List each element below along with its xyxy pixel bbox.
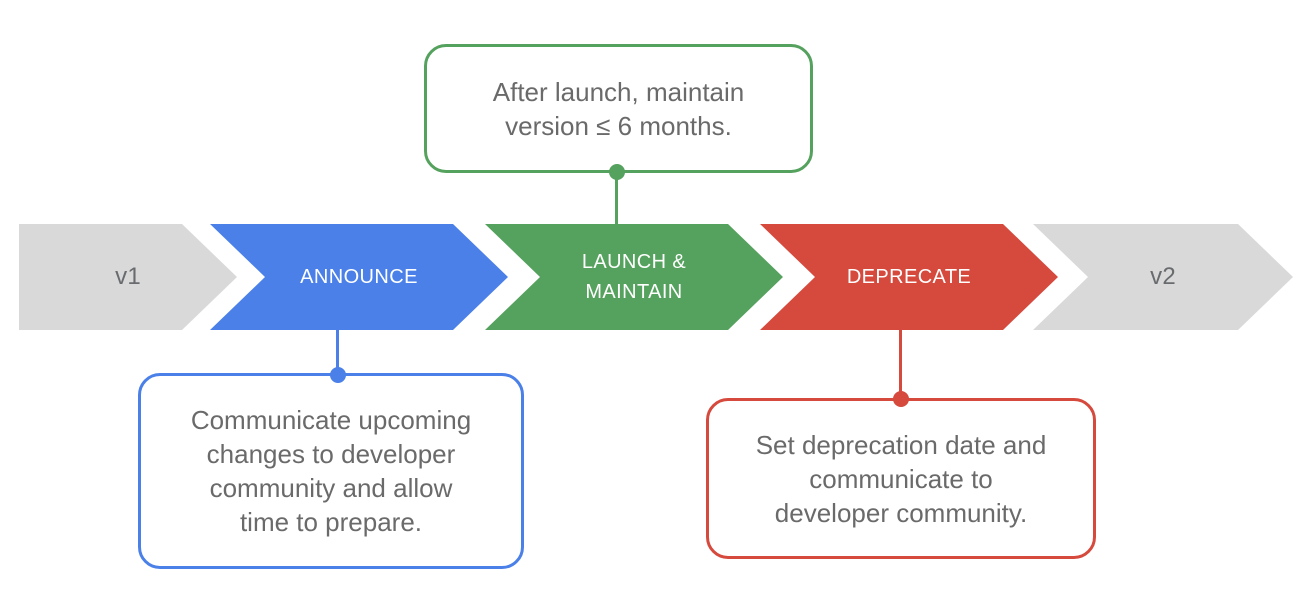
stage-launch-maintain-label: LAUNCH & MAINTAIN — [581, 251, 687, 303]
launch-connector-dot — [609, 164, 625, 180]
stage-v2-label: v2 — [1150, 263, 1176, 290]
announce-callout: Communicate upcoming changes to develope… — [138, 373, 524, 569]
deprecate-connector-dot — [893, 391, 909, 407]
announce-callout-connector-line — [336, 330, 339, 376]
launch-callout-connector-line — [615, 172, 618, 224]
stage-announce-chevron: ANNOUNCE — [210, 224, 508, 330]
stage-v2-chevron: v2 — [1033, 224, 1293, 330]
stage-v1-label: v1 — [115, 263, 141, 290]
announce-callout-text: Communicate upcoming changes to develope… — [190, 405, 472, 537]
launch-maintain-callout: After launch, maintain version ≤ 6 month… — [424, 44, 813, 173]
deprecate-callout: Set deprecation date and communicate to … — [706, 398, 1096, 559]
deprecate-callout-connector-line — [899, 330, 902, 400]
stage-announce-label: ANNOUNCE — [300, 266, 418, 288]
stage-deprecate-label: DEPRECATE — [846, 266, 972, 288]
launch-maintain-callout-text: After launch, maintain version ≤ 6 month… — [492, 76, 745, 141]
deprecate-callout-text: Set deprecation date and communicate to … — [755, 429, 1047, 528]
stage-launch-maintain-chevron: LAUNCH & MAINTAIN — [485, 224, 783, 330]
stage-deprecate-chevron: DEPRECATE — [760, 224, 1058, 330]
stage-v1-chevron: v1 — [19, 224, 237, 330]
announce-connector-dot — [330, 367, 346, 383]
